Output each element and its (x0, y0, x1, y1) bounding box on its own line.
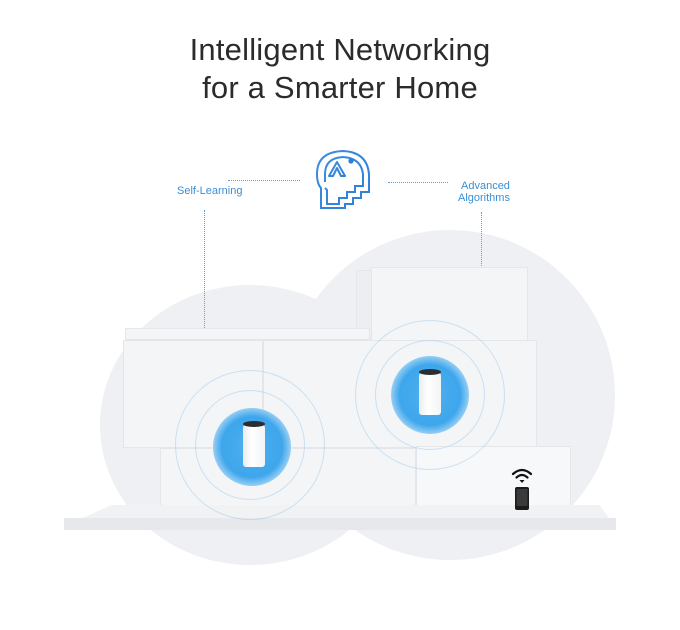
router-top-cap (419, 369, 441, 375)
headline-line-2: for a Smarter Home (202, 70, 478, 105)
headline-line-1: Intelligent Networking (189, 32, 491, 67)
roof-strip (125, 328, 370, 340)
feature-label-self-learning: Self-Learning (177, 185, 243, 197)
signal-ring-right-inner (375, 340, 485, 450)
base-platform-edge (64, 518, 616, 530)
mesh-router-right (419, 369, 441, 415)
smartphone-wifi-icon (510, 466, 534, 512)
connector-left-horizontal (228, 180, 300, 181)
feature-label-algorithms: Algorithms (458, 192, 510, 204)
mesh-router-left (243, 421, 265, 467)
feature-label-advanced: Advanced (461, 180, 510, 192)
ai-head-icon (315, 148, 375, 212)
signal-ring-left-outer (175, 370, 325, 520)
router-top-cap (243, 421, 265, 427)
signal-ring-right-outer (355, 320, 505, 470)
signal-ring-left-inner (195, 390, 305, 500)
connector-right-horizontal (388, 182, 448, 183)
